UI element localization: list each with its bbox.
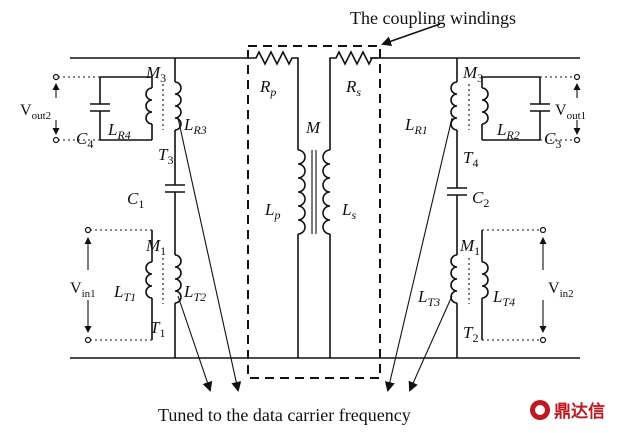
resistor-rs (329, 50, 378, 150)
tuned-arrow-lr3 (177, 117, 242, 392)
inductor-lr4 (145, 87, 153, 125)
label-vout2: Vout2 (20, 102, 51, 122)
label-lr1: LR1 (404, 115, 428, 137)
label-vin2: Vin2 (548, 280, 574, 300)
inductor-lr2 (481, 87, 489, 125)
label-vout1: Vout1 (555, 102, 586, 122)
vin2-terminal-top (539, 226, 547, 234)
inductor-lp (297, 149, 306, 235)
label-c4: C4 (76, 129, 93, 151)
label-m3-right: M3 (462, 63, 483, 85)
coupling-arrow (381, 23, 441, 47)
logo: 鼎达信 (530, 400, 605, 422)
label-lt2: LT2 (183, 282, 206, 304)
label-t1: T1 (150, 318, 165, 340)
label-t4: T4 (463, 148, 478, 170)
label-m3-left: M3 (145, 63, 166, 85)
label-m1-right: M1 (459, 236, 480, 258)
label-rp: Rp (259, 77, 276, 99)
label-vin1: Vin1 (70, 280, 96, 300)
coupling-label: The coupling windings (350, 8, 516, 28)
coupling-box (247, 45, 381, 379)
label-lt3: LT3 (417, 287, 440, 309)
tuned-arrow-lt3 (408, 295, 453, 392)
inductor-lt1 (145, 261, 153, 299)
tuned-arrow-lt2 (177, 295, 213, 392)
label-lp: Lp (264, 200, 280, 222)
tuned-label: Tuned to the data carrier frequency (158, 405, 411, 425)
label-lt1: LT1 (113, 282, 136, 304)
vout2-terminal-top (52, 73, 60, 81)
logo-icon-inner (535, 405, 545, 415)
logo-text: 鼎达信 (554, 401, 605, 422)
vin1-terminal-top (84, 226, 92, 234)
label-ls: Ls (341, 200, 356, 222)
inductor-lt2 (174, 254, 182, 304)
vout2-terminal-bottom (52, 136, 60, 144)
label-t3: T3 (158, 145, 173, 167)
label-lt4: LT4 (492, 287, 515, 309)
vout1-terminal-bottom (573, 136, 581, 144)
label-t2: T2 (463, 323, 478, 345)
label-m1-left: M1 (145, 236, 166, 258)
inductor-ls (322, 149, 331, 235)
inductor-lr1 (450, 81, 458, 131)
vin1-terminal-bottom (84, 336, 92, 344)
inductor-lr3 (174, 81, 182, 131)
tuned-arrow-lr1 (384, 117, 453, 392)
label-c3: C3 (544, 129, 561, 151)
vin2-terminal-bottom (539, 336, 547, 344)
label-m: M (305, 118, 321, 137)
resistor-rp (250, 50, 299, 150)
label-rs: Rs (345, 77, 361, 99)
inductor-lt4 (481, 261, 489, 299)
label-c1: C1 (127, 189, 144, 211)
label-lr3: LR3 (183, 115, 207, 137)
label-lr4: LR4 (107, 120, 131, 142)
label-c2: C2 (472, 188, 489, 210)
inductor-lt3 (450, 254, 458, 304)
label-lr2: LR2 (496, 120, 520, 142)
vout1-terminal-top (573, 73, 581, 81)
